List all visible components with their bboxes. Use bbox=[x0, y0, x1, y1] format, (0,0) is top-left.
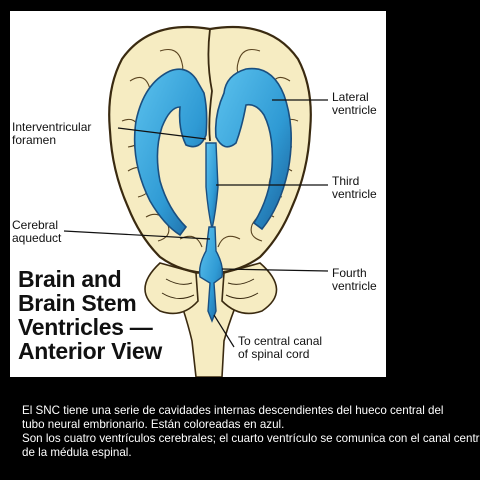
cerebellum-left bbox=[144, 262, 199, 315]
diagram-title: Brain and Brain Stem Ventricles — Anteri… bbox=[18, 266, 162, 364]
diagram-panel: Lateral ventricle Interventricular foram… bbox=[10, 11, 386, 377]
label-central-canal: To central canal of spinal cord bbox=[238, 334, 323, 361]
label-interventricular-foramen: Interventricular foramen bbox=[12, 120, 92, 147]
caption-text: El SNC tiene una serie de cavidades inte… bbox=[22, 404, 480, 460]
lateral-ventricle-left bbox=[133, 68, 208, 237]
label-fourth-ventricle: Fourth ventricle bbox=[332, 266, 377, 293]
lateral-ventricle-right bbox=[214, 67, 292, 231]
cerebellum-right bbox=[221, 262, 278, 315]
label-lateral-ventricle: Lateral ventricle bbox=[332, 90, 377, 117]
caption-line: tubo neural embrionario. Están coloreada… bbox=[22, 418, 285, 431]
caption-line: Son los cuatro ventrículos cerebrales; e… bbox=[22, 432, 480, 445]
caption-line: de la médula espinal. bbox=[22, 446, 132, 459]
brain-illustration bbox=[63, 25, 329, 377]
label-cerebral-aqueduct: Cerebral aqueduct bbox=[12, 218, 62, 245]
caption-line: El SNC tiene una serie de cavidades inte… bbox=[22, 404, 444, 417]
label-third-ventricle: Third ventricle bbox=[332, 174, 377, 201]
